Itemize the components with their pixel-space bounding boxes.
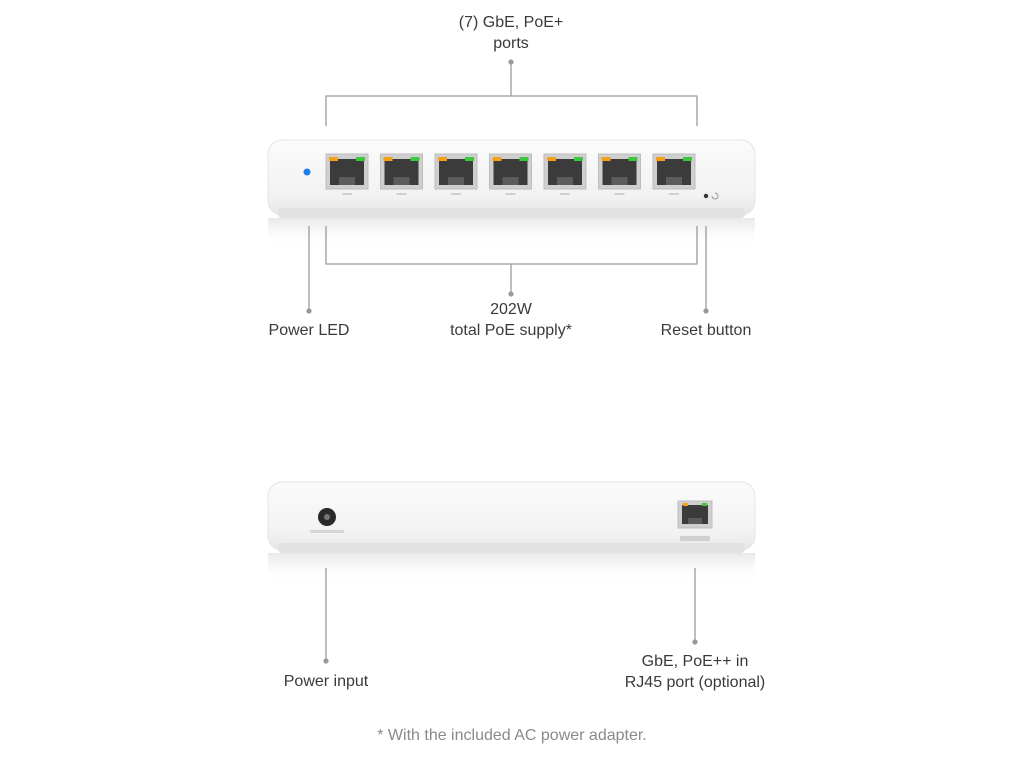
dc-power-jack-icon [318, 508, 336, 526]
uplink-label-line2: RJ45 port (optional) [624, 674, 766, 691]
power-input-label: Power input [283, 673, 369, 690]
ports-label-line1: (7) GbE, PoE+ [458, 14, 564, 31]
power-led-icon [303, 168, 311, 176]
footnote: * With the included AC power adapter. [377, 727, 647, 744]
uplink-port-icon [677, 500, 713, 541]
rj45-port-icon [598, 153, 641, 195]
front-device [267, 139, 756, 248]
poe-supply-label: 202W total PoE supply* [411, 299, 611, 341]
rj45-port-icon [325, 153, 369, 195]
reset-arrow-icon [711, 192, 719, 200]
rj45-port-icon [489, 153, 532, 195]
rj45-port-icon [652, 153, 696, 195]
power-led-label: Power LED [268, 322, 350, 339]
front-ports [325, 153, 696, 195]
rj45-port-icon [380, 153, 423, 195]
reset-hole-icon [703, 193, 709, 199]
poe-supply-line1: 202W [490, 301, 532, 318]
rj45-port-icon [543, 153, 587, 195]
back-device [267, 481, 756, 583]
rj45-port-icon [434, 153, 478, 195]
front-leader-lines [306, 59, 709, 314]
ports-label: (7) GbE, PoE+ ports [411, 12, 611, 54]
uplink-label-line1: GbE, PoE++ in [641, 653, 749, 670]
back-leader-lines [323, 568, 698, 664]
uplink-port-label: GbE, PoE++ in RJ45 port (optional) [605, 651, 785, 693]
ports-label-line2: ports [493, 35, 529, 52]
reset-button-label: Reset button [660, 322, 752, 339]
poe-supply-line2: total PoE supply* [450, 322, 572, 339]
